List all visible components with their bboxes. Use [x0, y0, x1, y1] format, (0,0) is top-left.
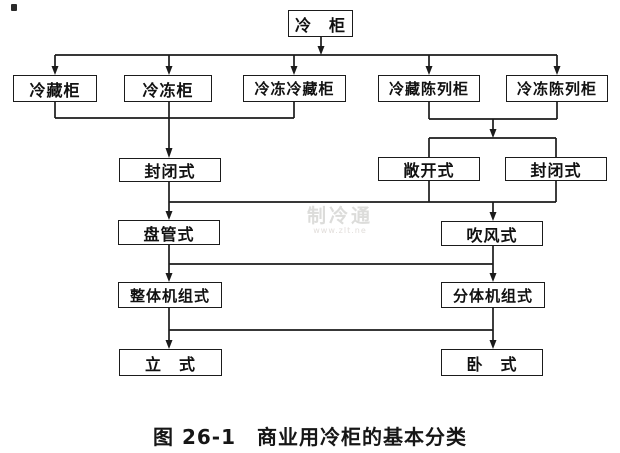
figure-caption: 图 26-1 商业用冷柜的基本分类	[152, 425, 467, 449]
node-open-type: 敞开式	[378, 157, 480, 181]
node-root-cabinet: 冷 柜	[288, 10, 353, 37]
node-vertical-type: 立 式	[119, 349, 222, 376]
node-closed-type-right: 封闭式	[505, 157, 607, 181]
scan-artifact-dot	[11, 4, 17, 11]
node-freezer-cold-storage-cabinet: 冷冻冷藏柜	[243, 75, 346, 102]
node-unitary-unit-type: 整体机组式	[118, 282, 222, 308]
node-cold-display-cabinet: 冷藏陈列柜	[378, 75, 480, 102]
node-blower-type: 吹风式	[441, 221, 543, 246]
node-closed-type-left: 封闭式	[119, 158, 221, 182]
node-horizontal-type: 卧 式	[441, 349, 543, 376]
node-split-unit-type: 分体机组式	[441, 282, 545, 308]
arrowheads	[51, 46, 561, 349]
node-coil-type: 盘管式	[118, 220, 220, 245]
node-cold-storage-cabinet: 冷藏柜	[13, 75, 97, 102]
node-freezer-cabinet: 冷冻柜	[124, 75, 212, 102]
node-freezer-display-cabinet: 冷冻陈列柜	[506, 75, 608, 102]
